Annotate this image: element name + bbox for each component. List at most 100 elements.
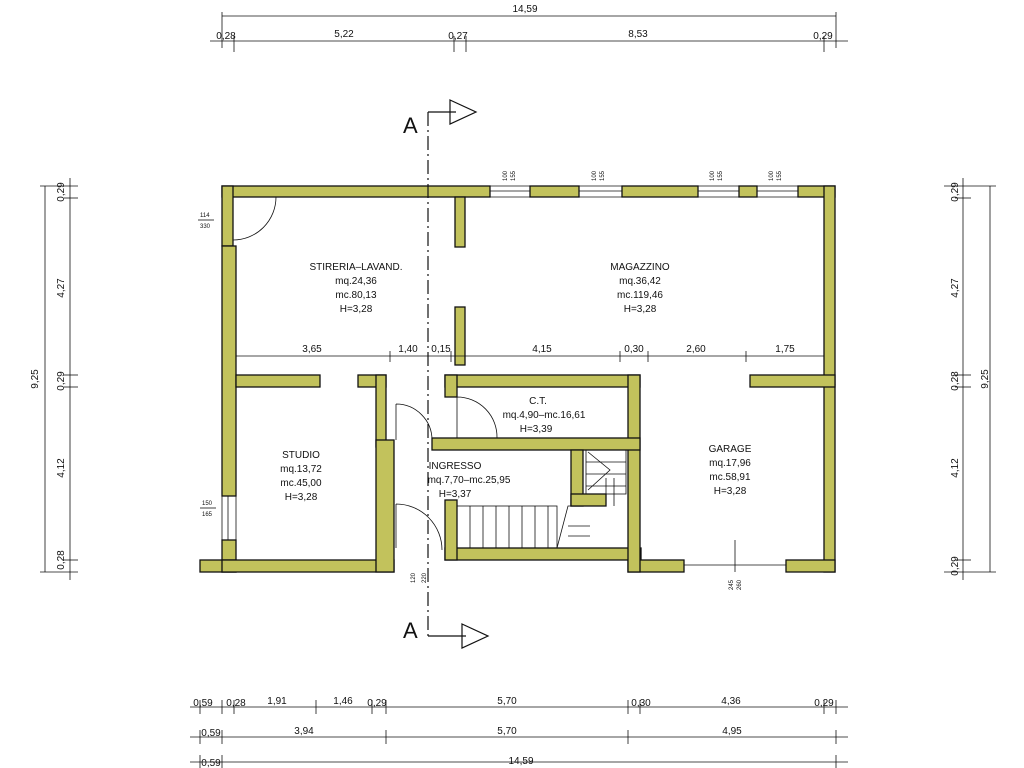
dim-bottom1-7: 4,36 (721, 696, 741, 707)
wall-partition (431, 437, 641, 451)
dim-mid-5: 2,60 (686, 344, 706, 355)
dim-top-0: 0,28 (216, 31, 236, 42)
opening-label: 100 (769, 170, 775, 181)
wall-partition (375, 439, 395, 573)
wall-segment (444, 547, 642, 561)
dim-bottom1-3: 1,46 (333, 696, 353, 707)
opening-label: 260 (737, 579, 743, 590)
dim-bottom1-2: 1,91 (267, 696, 287, 707)
room-magazzino: MAGAZZINO mq.36,42 mc.119,46 H=3,28 (610, 262, 670, 315)
right-dimensions: 9,25 0,29 4,27 0,28 4,12 0,29 (944, 178, 996, 580)
room-height: H=3,28 (285, 492, 318, 503)
wall-segment (221, 185, 491, 198)
room-height: H=3,39 (520, 424, 553, 435)
opening-label: 155 (718, 170, 724, 181)
dim-bottom1-4: 0,29 (367, 698, 387, 709)
room-studio: STUDIO mq.13,72 mc.45,00 H=3,28 (280, 450, 322, 503)
openings: 100 155 100 155 100 155 100 155 114 330 … (198, 170, 798, 590)
opening-label: 100 (592, 170, 598, 181)
opening-label: 100 (710, 170, 716, 181)
room-name: GARAGE (709, 444, 752, 455)
dim-left-4: 0,28 (56, 550, 67, 570)
wall-partition (444, 374, 641, 388)
opening-label: 165 (202, 512, 213, 518)
dim-mid-6: 1,75 (775, 344, 795, 355)
wall-partition (749, 374, 836, 388)
dim-bottom2-1: 3,94 (294, 726, 314, 737)
dim-bottom1-8: 0,29 (814, 698, 834, 709)
dim-left-3: 4,12 (56, 458, 67, 478)
dim-mid-0: 3,65 (302, 344, 322, 355)
opening-label: 120 (411, 572, 417, 583)
dim-bottom1-5: 5,70 (497, 696, 517, 707)
dim-right-0: 0,29 (950, 182, 961, 202)
room-height: H=3,28 (340, 304, 373, 315)
dim-top-3: 8,53 (628, 29, 648, 40)
opening-label: 155 (511, 170, 517, 181)
room-volume: mc.58,91 (709, 472, 751, 483)
dim-mid-3: 4,15 (532, 344, 552, 355)
top-dimensions: 14,59 0,28 5,22 0,27 8,53 0,29 (210, 4, 848, 52)
dim-left-1: 4,27 (56, 278, 67, 298)
room-volume: mc.119,46 (617, 290, 663, 301)
dim-right-1: 4,27 (950, 278, 961, 298)
wall-partition (570, 493, 607, 507)
room-area: mq.36,42 (619, 276, 661, 287)
dim-bottom3-0: 0,59 (201, 758, 221, 768)
section-arrow-icon (449, 99, 478, 125)
dim-bottom3-1: 14,59 (508, 756, 533, 767)
wall-segment (823, 185, 836, 385)
opening-label: 150 (202, 501, 213, 507)
wall-segment (785, 559, 836, 573)
wall-segment (221, 559, 395, 573)
opening-label: 330 (200, 224, 211, 230)
wall-partition (627, 374, 641, 573)
left-dimensions: 9,25 0,29 4,27 0,29 4,12 0,28 (30, 178, 78, 580)
walls (199, 185, 836, 573)
dim-bottom1-6: 0,30 (631, 698, 651, 709)
wall-partition (375, 374, 387, 448)
room-name: STUDIO (282, 450, 320, 461)
wall-partition (454, 306, 466, 366)
dim-bottom2-3: 4,95 (722, 726, 742, 737)
room-garage: GARAGE mq.17,96 mc.58,91 H=3,28 (709, 444, 752, 497)
room-area: mq.7,70–mc.25,95 (428, 475, 511, 486)
dim-top-4: 0,29 (813, 31, 833, 42)
opening-label: 155 (600, 170, 606, 181)
dim-bottom2-2: 5,70 (497, 726, 517, 737)
room-height: H=3,28 (714, 486, 747, 497)
dim-left-2: 0,29 (56, 371, 67, 391)
wall-segment (529, 185, 580, 198)
interior-dimensions: 3,65 1,40 0,15 4,15 0,30 2,60 1,75 (235, 344, 825, 362)
room-name: C.T. (529, 396, 547, 407)
room-name: MAGAZZINO (610, 262, 670, 273)
wall-segment (738, 185, 758, 198)
room-volume: mc.45,00 (280, 478, 322, 489)
room-ct: C.T. mq.4,90–mc.16,61 H=3,39 (503, 396, 586, 435)
section-line-a: A A (403, 99, 490, 649)
room-area: mq.13,72 (280, 464, 322, 475)
opening-label: 245 (729, 579, 735, 590)
opening-label: 220 (422, 572, 428, 583)
wall-partition (235, 374, 321, 388)
staircase (456, 449, 627, 549)
dim-bottom1-1: 0,28 (226, 698, 246, 709)
wall-segment (221, 185, 234, 247)
room-area: mq.17,96 (709, 458, 751, 469)
wall-partition (454, 196, 466, 248)
dim-left-0: 0,29 (56, 182, 67, 202)
section-arrow-icon (461, 623, 490, 649)
dim-right-total: 9,25 (980, 369, 991, 389)
wall-partition (444, 499, 458, 561)
dim-top-1: 5,22 (334, 29, 354, 40)
opening-label: 155 (777, 170, 783, 181)
dim-right-4: 0,29 (950, 556, 961, 576)
dim-mid-4: 0,30 (624, 344, 644, 355)
dim-left-total: 9,25 (30, 369, 41, 389)
dim-mid-2: 0,15 (431, 344, 451, 355)
room-stireria: STIRERIA–LAVAND. mq.24,36 mc.80,13 H=3,2… (310, 262, 403, 315)
wall-segment (621, 185, 699, 198)
opening-label: 114 (200, 213, 210, 219)
wall-segment (221, 245, 237, 497)
